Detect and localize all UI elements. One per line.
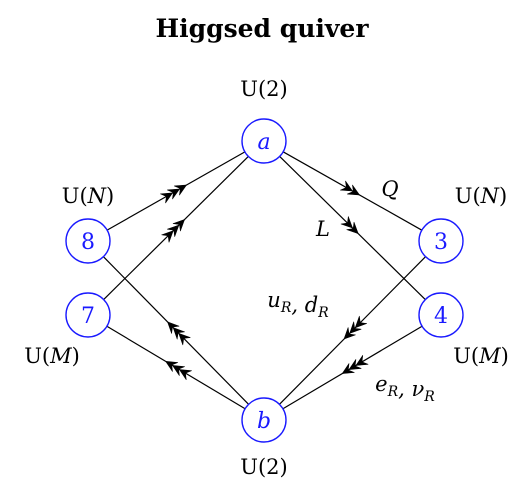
node-7-group: U(M) [24,344,80,368]
edge-n8-to-a [106,151,246,231]
arrowhead [174,184,187,196]
node-4: 4 [418,292,464,338]
edge-a-to-n4 [279,155,426,301]
node-b-group: U(2) [240,455,287,479]
node-7: 7 [65,292,111,338]
node-8-circle [65,218,111,264]
arrowhead [355,355,369,366]
node-a: a [241,118,287,164]
node-3-group: U(N) [455,184,507,208]
arrowhead [172,219,185,232]
node-3: 3 [418,218,464,264]
edge-label-ur-dr: uR, dR [267,288,329,321]
node-8-group: U(N) [62,184,114,208]
edge-a-to-n3 [282,151,423,231]
arrowhead [340,216,353,229]
arrowhead [343,327,356,340]
arrowhead [160,192,173,204]
node-3-label: 3 [434,230,448,255]
arrowhead [346,221,359,234]
arrowhead [167,188,180,200]
arrowhead [165,361,179,372]
diagram-title: Higgsed quiver [155,14,369,43]
arrowhead [179,369,192,380]
arrowhead [167,224,180,237]
node-4-label: 4 [434,304,448,329]
node-a-group: U(2) [240,77,287,101]
node-a-circle [241,118,287,164]
node-a-label: a [257,130,270,155]
node-4-circle [418,292,464,338]
nodes-layer: a b 8 7 3 4 [65,118,464,443]
edge-b-to-n8 [102,256,250,405]
arrowhead [172,365,185,376]
node-b: b [241,397,287,443]
edge-b-to-n7 [106,325,246,410]
arrowhead [172,327,185,340]
edges-layer [102,151,426,410]
edge-n3-to-b [279,256,426,405]
edge-label-q: Q [381,177,398,201]
node-b-label: b [257,409,271,434]
node-b-circle [241,397,287,443]
arrowhead [340,180,353,192]
arrowhead [349,321,362,334]
arrowhead [161,230,174,243]
node-8: 8 [65,218,111,264]
arrowhead [167,321,180,334]
arrowhead [348,359,362,370]
node-8-label: 8 [81,230,95,255]
node-7-circle [65,292,111,338]
edge-label-er-nur: eR, νR [375,372,435,405]
node-7-label: 7 [81,304,95,329]
arrowhead [178,333,191,346]
arrowhead [355,315,368,328]
node-4-group: U(M) [453,344,509,368]
arrowhead [347,184,360,196]
arrowhead [341,363,355,374]
edge-label-l: L [315,217,330,241]
node-3-circle [418,218,464,264]
edge-n4-to-b [282,325,423,410]
edge-n7-to-a [103,156,249,300]
